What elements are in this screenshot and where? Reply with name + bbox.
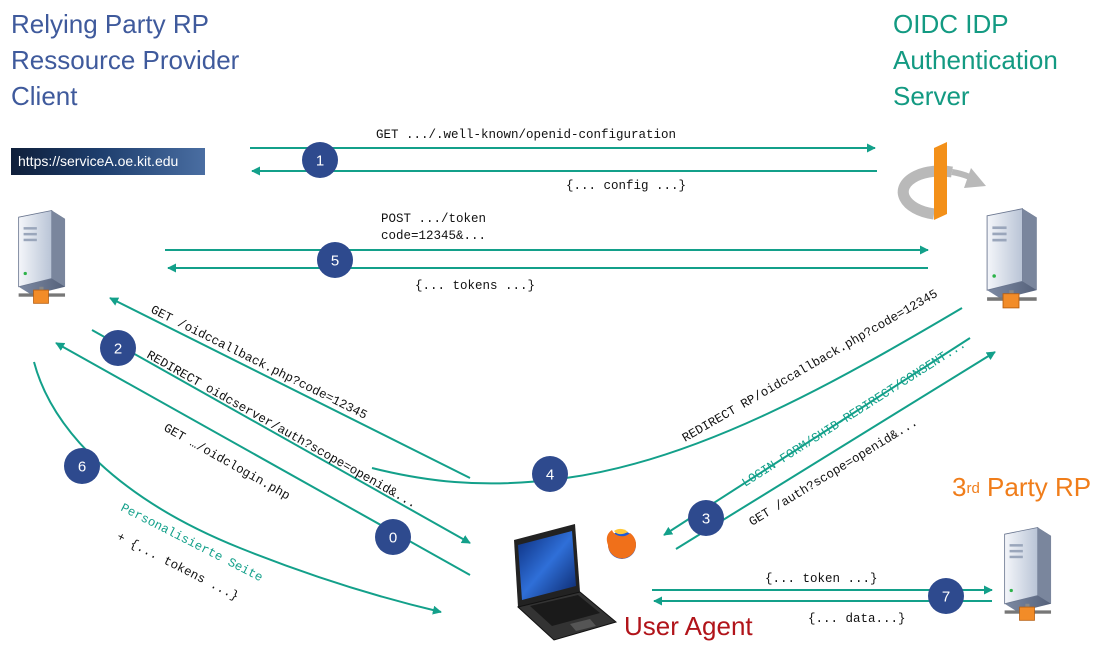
step-4-number: 4 — [546, 467, 554, 484]
step-5-badge: 5 — [317, 242, 353, 278]
step-6-badge: 6 — [64, 448, 100, 484]
step-4-badge: 4 — [532, 456, 568, 492]
idp-heading: OIDC IDP Authentication Server — [893, 6, 1058, 114]
openid-logo — [897, 142, 986, 220]
msg-token-to-third: {... token ...} — [765, 572, 878, 586]
server-icon-rp — [18, 210, 66, 304]
msg-oidc-login: GET …/oidclogin.php — [161, 421, 292, 503]
msg-token-post: POST .../token — [381, 212, 486, 226]
step-2-badge: 2 — [100, 330, 136, 366]
step-5-number: 5 — [331, 253, 339, 270]
step-6-number: 6 — [78, 459, 86, 476]
step-0-number: 0 — [389, 530, 397, 547]
server-icon-third-party — [1004, 527, 1052, 621]
laptop-icon — [514, 524, 618, 641]
msg-callback-get: GET /oidccallback.php?code=12345 — [148, 303, 369, 423]
idp-heading-line-3: Server — [893, 81, 970, 111]
msg-tokens-response: {... tokens ...} — [415, 279, 535, 293]
idp-heading-line-2: Authentication — [893, 45, 1058, 75]
service-url-bar: https://serviceA.oe.kit.edu — [11, 148, 205, 175]
step-1-number: 1 — [316, 153, 324, 170]
step-3-number: 3 — [702, 511, 710, 528]
step-1-badge: 1 — [302, 142, 338, 178]
msg-config-response: {... config ...} — [566, 179, 686, 193]
rp-heading: Relying Party RP Ressource Provider Clie… — [11, 6, 239, 114]
step-7-badge: 7 — [928, 578, 964, 614]
msg-data-response: {... data...} — [808, 612, 906, 626]
step-2-number: 2 — [114, 341, 122, 358]
rp-heading-line-3: Client — [11, 81, 78, 111]
msg-well-known: GET .../.well-known/openid-configuration — [376, 128, 676, 142]
third-party-label: Party RP — [979, 472, 1092, 502]
third-party-number: 3 — [952, 472, 967, 502]
msg-token-code: code=12345&... — [381, 229, 486, 243]
idp-heading-line-1: OIDC IDP — [893, 9, 1009, 39]
step-7-number: 7 — [942, 589, 950, 606]
firefox-icon — [606, 528, 636, 559]
server-icon-idp — [986, 208, 1038, 309]
third-party-heading: 3rd Party RP — [952, 469, 1091, 505]
rp-heading-line-1: Relying Party RP — [11, 9, 209, 39]
step-0-badge: 0 — [375, 519, 411, 555]
user-agent-label: User Agent — [624, 611, 753, 641]
rp-heading-line-2: Ressource Provider — [11, 45, 240, 75]
step-3-badge: 3 — [688, 500, 724, 536]
third-party-suffix: rd — [966, 480, 980, 497]
